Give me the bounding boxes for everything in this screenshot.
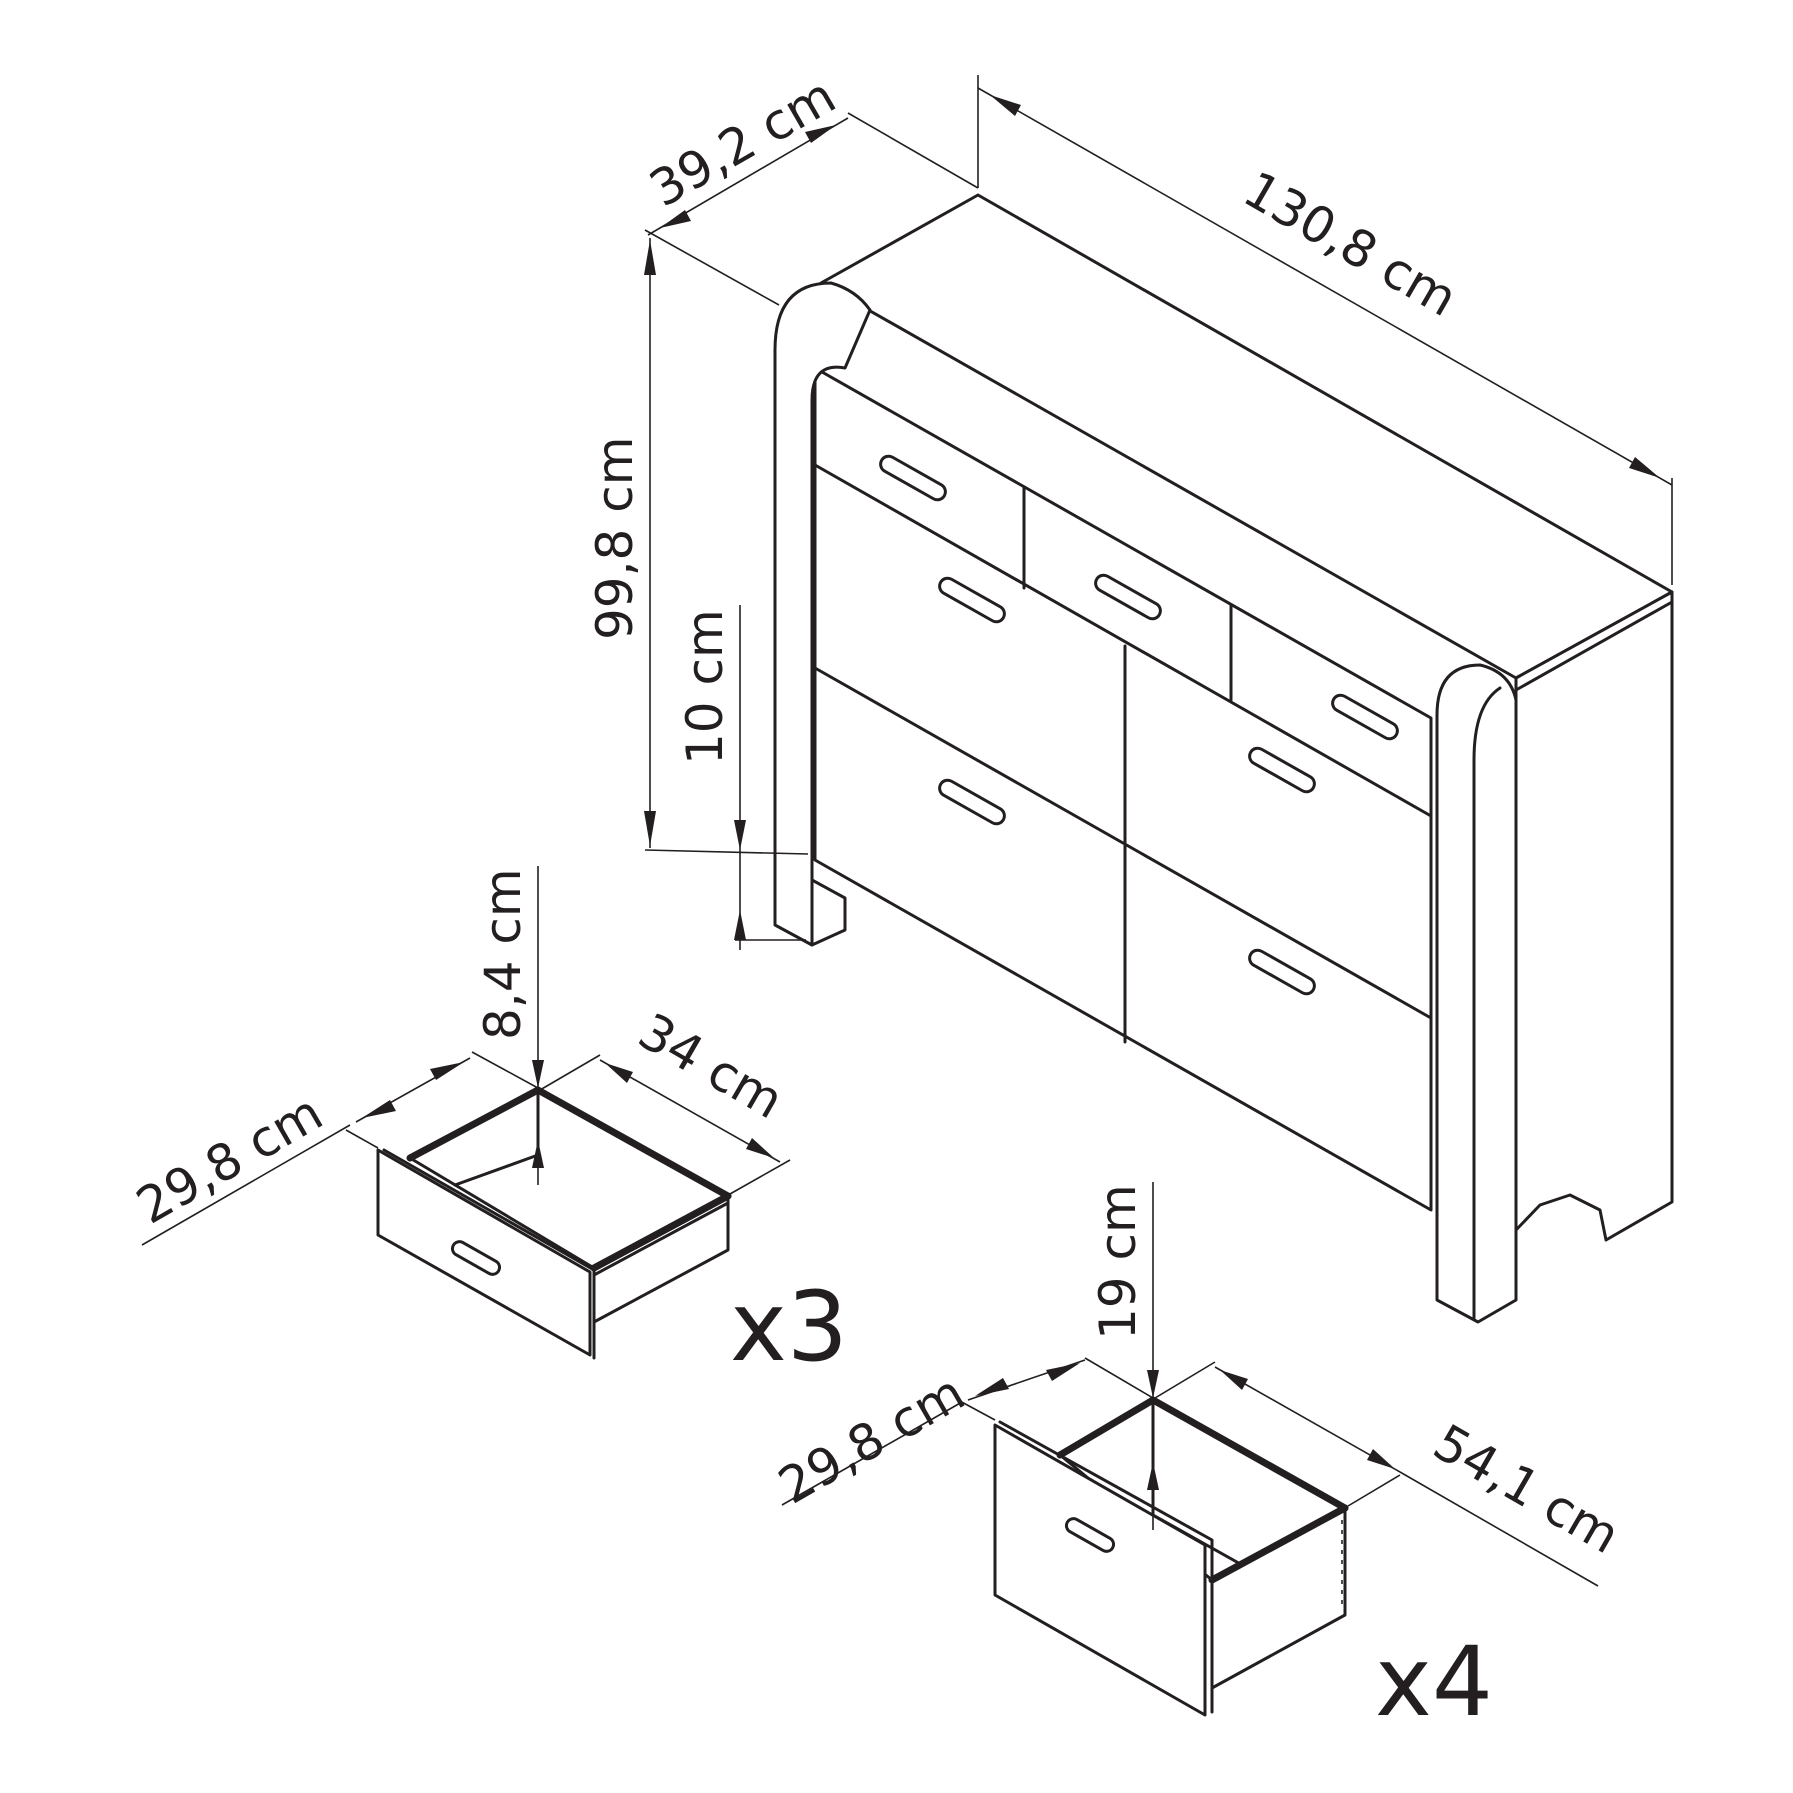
small-drawer-width-label: 29,8 cm [127, 1083, 332, 1235]
large-drawer-depth-label: 54,1 cm [1424, 1413, 1629, 1565]
large-drawer-width-label: 29,8 cm [769, 1363, 974, 1515]
large-drawer-height-label: 19 cm [1089, 1184, 1147, 1340]
dresser-handles [879, 454, 1399, 996]
handle-icon [938, 778, 1006, 826]
small-drawer-depth-label: 34 cm [629, 1002, 793, 1130]
width-label: 130,8 cm [1234, 160, 1467, 328]
large-drawer-front [993, 1423, 1207, 1717]
depth-label: 39,2 cm [640, 66, 845, 218]
dresser-right-side [1514, 590, 1674, 1242]
small-drawer-front [376, 1148, 592, 1357]
dresser-right-frame [1435, 663, 1518, 1324]
dresser [773, 193, 1674, 1324]
large-drawer [993, 1396, 1349, 1717]
dresser-left-leg [810, 878, 847, 947]
handle-icon [938, 576, 1006, 624]
large-drawer-quantity: x4 [1375, 1626, 1493, 1738]
dresser-drawer-fronts [813, 463, 1433, 1044]
handle-icon [1094, 573, 1162, 621]
handle-icon [1248, 746, 1316, 794]
small-drawer-dimension-lines [141, 866, 791, 1246]
handle-icon [1064, 1517, 1116, 1553]
height-label: 99,8 cm [586, 437, 644, 640]
handle-icon [450, 1240, 502, 1276]
handle-icon [1331, 693, 1399, 741]
handle-icon [1248, 948, 1316, 996]
small-drawer-quantity: x3 [730, 1271, 848, 1383]
leg-height-label: 10 cm [676, 609, 734, 765]
small-drawer [376, 1086, 732, 1360]
large-drawer-dimension-lines [781, 1182, 1599, 1587]
small-drawer-height-label: 8,4 cm [474, 868, 532, 1040]
dresser-front [813, 366, 1433, 1212]
handle-icon [879, 454, 947, 502]
dresser-dimension-lines [644, 75, 1673, 950]
dresser-left-frame [773, 281, 872, 947]
